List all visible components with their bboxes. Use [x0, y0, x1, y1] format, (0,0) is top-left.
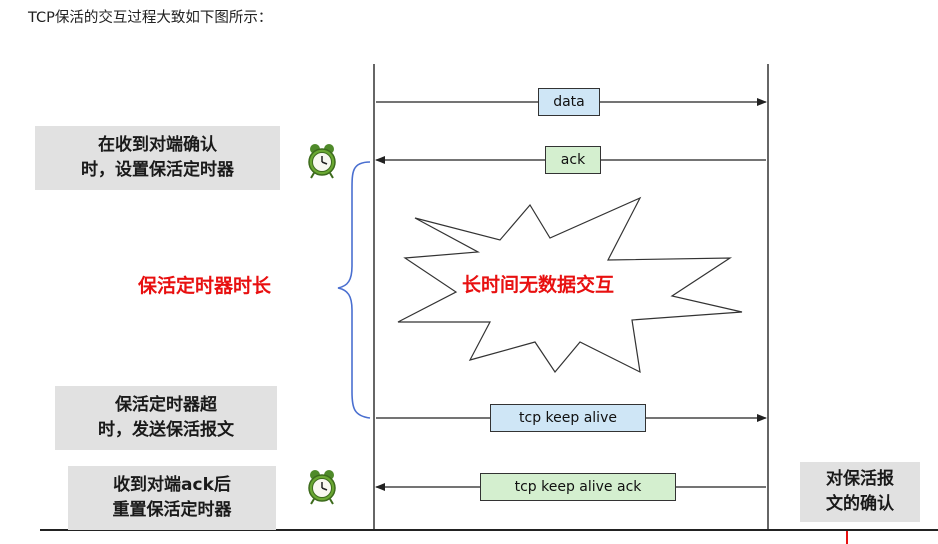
alarm-clock-icon: [308, 144, 336, 179]
ack-message-box: ack: [545, 146, 601, 174]
data-message-box: data: [538, 88, 600, 116]
ack-received-note: 在收到对端确认 时，设置保活定时器: [35, 126, 280, 190]
alarm-clock-icon: [308, 470, 336, 505]
keepalive-message-box: tcp keep alive: [490, 404, 646, 432]
timer-expired-note: 保活定时器超 时，发送保活报文: [55, 386, 277, 450]
idle-label: 长时间无数据交互: [462, 274, 615, 296]
intro-text: TCP保活的交互过程大致如下图所示：: [28, 10, 273, 26]
timer-duration-label: 保活定时器时长: [138, 275, 272, 297]
idle-starburst: [397, 196, 743, 374]
ack-reset-note: 收到对端ack后 重置保活定时器: [68, 466, 276, 530]
timer-duration-brace: [337, 161, 371, 419]
keepalive-ack-message-box: tcp keep alive ack: [480, 473, 676, 501]
keepalive-ack-note: 对保活报 文的确认: [800, 462, 920, 522]
